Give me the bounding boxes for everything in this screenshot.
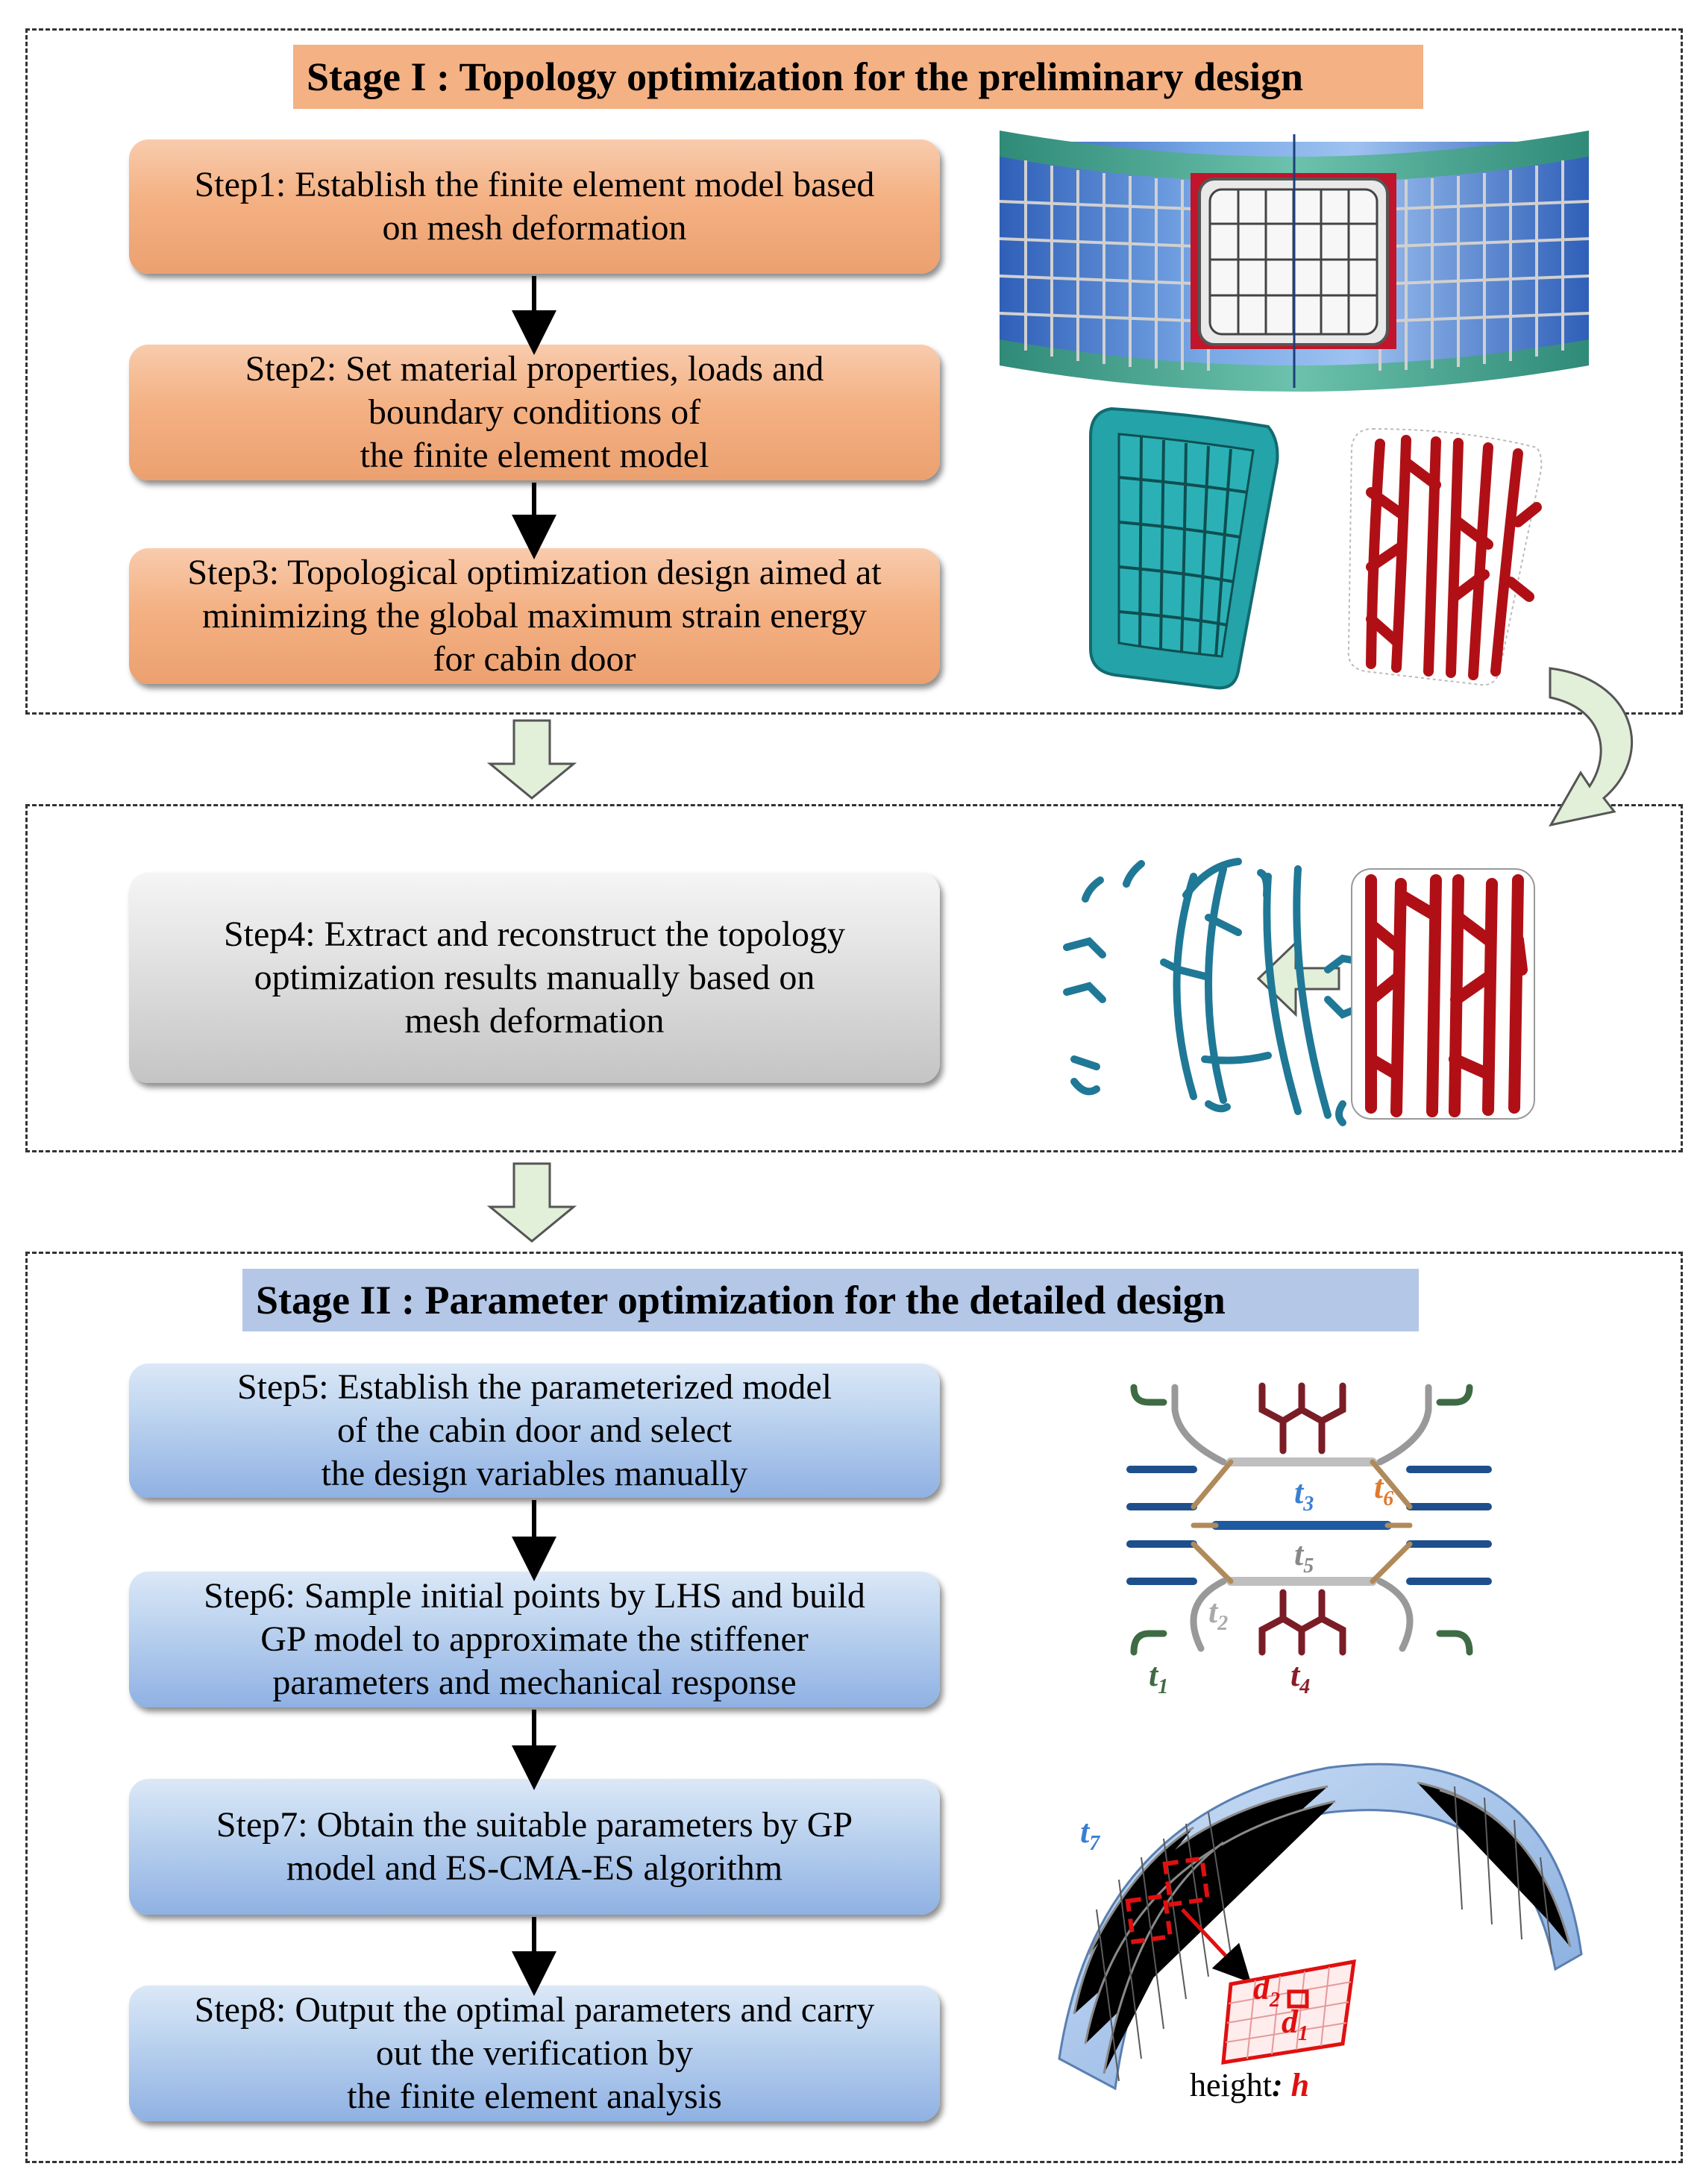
stage2-title: Stage II : Parameter optimization for th…	[242, 1269, 1419, 1331]
step5-box: Step5: Establish the parameterized model…	[129, 1364, 940, 1498]
height-label: height: h	[1190, 2067, 1310, 2103]
label-t5: t5	[1294, 1536, 1314, 1578]
label-t4: t4	[1290, 1657, 1311, 1698]
step4-box: Step4: Extract and reconstruct the topol…	[129, 873, 940, 1083]
step4-text: Step4: Extract and reconstruct the topol…	[223, 914, 846, 1041]
block-arrow-2	[486, 1162, 577, 1243]
label-t2: t2	[1208, 1593, 1229, 1635]
step8-box: Step8: Output the optimal parameters and…	[129, 1986, 940, 2121]
parameterized-model-image	[1126, 1382, 1492, 1656]
stage2-title-text: Stage II : Parameter optimization for th…	[256, 1278, 1226, 1322]
step6-box: Step6: Sample initial points by LHS and …	[129, 1572, 940, 1707]
step2-box: Step2: Set material properties, loads an…	[129, 345, 940, 480]
label-d2: d2	[1253, 1970, 1280, 2012]
fuselage-barrel-image	[999, 131, 1590, 392]
label-t1: t1	[1149, 1657, 1169, 1698]
stage2-panel	[25, 1252, 1683, 2163]
step3-box: Step3: Topological optimization design a…	[129, 548, 940, 684]
step5-text: Step5: Establish the parameterized model…	[236, 1367, 832, 1493]
step3-text: Step3: Topological optimization design a…	[187, 553, 882, 679]
step4-panel	[25, 804, 1683, 1152]
step1-box: Step1: Establish the finite element mode…	[129, 139, 940, 274]
step1-text: Step1: Establish the finite element mode…	[194, 165, 875, 248]
curved-shell-image	[1058, 1763, 1583, 2091]
label-t3: t3	[1294, 1474, 1314, 1516]
topology-box-image	[1351, 868, 1535, 1120]
step8-text: Step8: Output the optimal parameters and…	[194, 1990, 875, 2116]
stage1-title: Stage I : Topology optimization for the …	[293, 45, 1423, 109]
topology-result-image	[1347, 427, 1543, 686]
zoom-detail	[1221, 1959, 1356, 2065]
reconstructed-stiffeners-image	[1063, 858, 1369, 1126]
step7-text: Step7: Obtain the suitable parameters by…	[216, 1805, 853, 1888]
door-mesh-image	[1089, 407, 1279, 690]
stage1-panel	[25, 28, 1683, 715]
block-arrow-1	[486, 719, 577, 800]
label-t6: t6	[1374, 1469, 1394, 1510]
curved-arrow	[1549, 667, 1633, 827]
step7-box: Step7: Obtain the suitable parameters by…	[129, 1779, 940, 1915]
label-t7: t7	[1080, 1813, 1100, 1855]
step2-text: Step2: Set material properties, loads an…	[245, 349, 824, 475]
step6-text: Step6: Sample initial points by LHS and …	[204, 1576, 865, 1702]
label-d1: d1	[1282, 2003, 1308, 2045]
stage1-title-text: Stage I : Topology optimization for the …	[307, 54, 1304, 99]
